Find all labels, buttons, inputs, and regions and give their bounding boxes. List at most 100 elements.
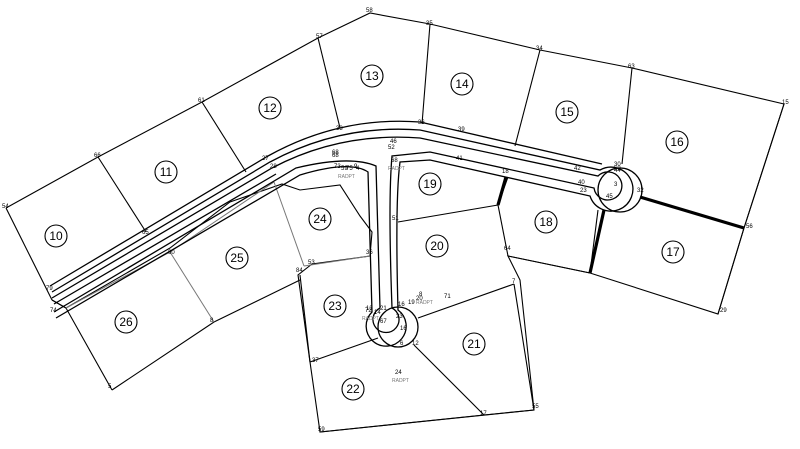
- point-label: 66: [94, 153, 101, 159]
- point-label: 64: [504, 246, 511, 252]
- point-label: 5: [108, 384, 112, 390]
- lot-marker-15: [555, 100, 579, 124]
- lot-label: 16: [670, 135, 684, 149]
- lot-marker-12: [258, 96, 282, 120]
- point-label: 67: [380, 319, 387, 325]
- point-label: 28: [270, 164, 277, 170]
- point-label: 75: [346, 166, 353, 172]
- point-label: 4: [356, 166, 360, 172]
- point-label: 16: [398, 302, 405, 308]
- radius-point-id: 72: [365, 308, 372, 314]
- lot-marker-25: [225, 246, 249, 270]
- road-centerline-group: [49, 120, 634, 347]
- lot-marker-19: [418, 172, 442, 196]
- point-label: 69: [614, 166, 621, 172]
- lot-marker-22: [341, 377, 365, 401]
- heavy-lot-lines: [496, 176, 745, 274]
- southwest-boundary-line: [51, 299, 113, 391]
- lot-label: 24: [313, 212, 327, 226]
- point-label: 73: [334, 164, 341, 170]
- lot-marker-26: [114, 310, 138, 334]
- lot-label: 14: [455, 77, 469, 91]
- radius-point-label: RADPT: [388, 166, 405, 172]
- point-label: 19: [408, 300, 415, 306]
- lot-marker-24: [308, 207, 332, 231]
- point-label: 68: [332, 153, 339, 159]
- point-label: 84: [296, 268, 303, 274]
- radius-point-id: 59: [341, 166, 348, 172]
- point-label: 36: [366, 250, 373, 256]
- point-label: 23: [580, 188, 587, 194]
- lot-marker-23: [323, 294, 347, 318]
- lot-marker-21: [462, 332, 486, 356]
- point-label: 36: [418, 120, 425, 126]
- point-label: 32: [637, 188, 644, 194]
- point-label: 27: [262, 156, 269, 162]
- lot-label: 22: [346, 382, 360, 396]
- radius-point-label: RADPT: [362, 316, 379, 322]
- point-label: 33: [336, 126, 343, 132]
- lot-label: 11: [160, 165, 173, 179]
- point-label: 34: [536, 46, 543, 52]
- lot-label: 18: [539, 215, 553, 229]
- point-label: 23: [396, 314, 403, 320]
- lot-marker-18: [534, 210, 558, 234]
- lot-label: 20: [430, 239, 444, 253]
- point-label: 35: [426, 21, 433, 27]
- point-label: 13: [366, 306, 373, 312]
- point-label: 71: [444, 294, 451, 300]
- lot-marker-10: [44, 224, 68, 248]
- point-label: 16: [400, 326, 407, 332]
- point-label: 57: [316, 34, 323, 40]
- point-label: 59: [318, 427, 325, 433]
- point-label: 52: [388, 145, 395, 151]
- point-label: 42: [574, 166, 581, 172]
- point-label: 21: [380, 306, 387, 312]
- point-label: 6: [400, 341, 404, 347]
- cul-de-sac-east: [597, 167, 643, 213]
- point-label: 18: [502, 169, 509, 175]
- radius-point-id: 68: [391, 158, 398, 164]
- point-label: 63: [628, 64, 635, 70]
- point-label: 15: [782, 100, 789, 106]
- lot-label: 21: [467, 337, 481, 351]
- lot-marker-20: [425, 234, 449, 258]
- point-label: 29: [720, 308, 727, 314]
- lot-label: 17: [666, 245, 680, 259]
- point-label: 3: [614, 182, 618, 188]
- point-label: 56: [746, 224, 753, 230]
- point-label: 51: [392, 216, 399, 222]
- point-label: 41: [456, 156, 463, 162]
- lot-label: 25: [230, 251, 244, 265]
- point-label: 40: [578, 180, 585, 186]
- point-label: 61: [198, 98, 205, 104]
- point-label: 53: [308, 260, 315, 266]
- radius-point-label: RADPT: [392, 378, 409, 384]
- radius-point-id: 8: [419, 292, 423, 298]
- point-label: 39: [458, 127, 465, 133]
- point-labels: 5835346315576166546533683639412728466852…: [2, 8, 789, 433]
- lot-label: 19: [423, 177, 437, 191]
- lot-label: 15: [560, 105, 574, 119]
- point-label: 20: [416, 296, 423, 302]
- point-label: 58: [366, 8, 373, 14]
- point-label: 54: [2, 204, 9, 210]
- point-label: 46: [390, 139, 397, 145]
- lot-marker-13: [360, 64, 384, 88]
- point-label: 8: [210, 318, 214, 324]
- cul-de-sac-south: [377, 306, 419, 348]
- point-label: 37: [312, 358, 319, 364]
- lot-label: 26: [119, 315, 133, 329]
- point-label: 68: [332, 150, 339, 156]
- lot-marker-17: [661, 240, 685, 264]
- lot-marker-16: [665, 130, 689, 154]
- point-label: 7: [512, 279, 516, 285]
- point-label: 55: [532, 404, 539, 410]
- point-label: 9: [354, 164, 358, 170]
- point-label: 79: [46, 286, 53, 292]
- radius-point-label: RADPT: [338, 174, 355, 180]
- point-label: 45: [606, 194, 613, 200]
